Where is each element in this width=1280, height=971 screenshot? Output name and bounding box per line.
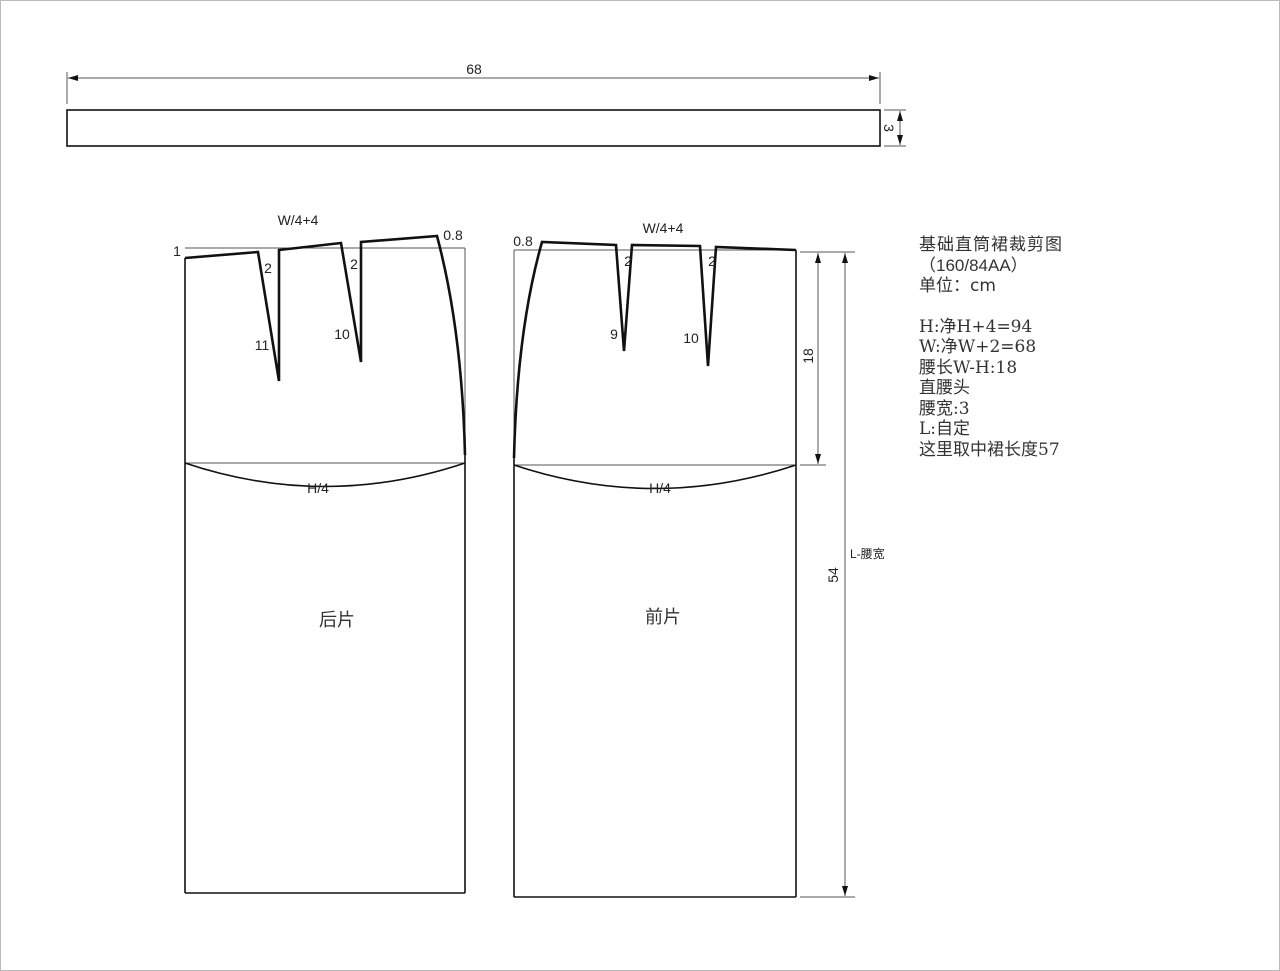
hip-curve xyxy=(184,462,466,488)
back-dart1-width: 2 xyxy=(264,260,272,276)
front-dart2-length: 10 xyxy=(683,330,699,346)
waistband-width-label: 3 xyxy=(881,124,897,132)
vertical-dimensions: 18 54 L-腰宽 xyxy=(800,251,885,898)
back-dart2-width: 2 xyxy=(350,256,358,272)
back-side-raise-label: 0.8 xyxy=(443,227,463,243)
pattern-notes: 基础直筒裙裁剪图 （160/84AA） 单位：cm H:净H+4=94 W:净W… xyxy=(919,235,1063,460)
waistband: 68 3 xyxy=(66,61,906,147)
front-side-raise-label: 0.8 xyxy=(513,233,533,249)
notes-line: L:自定 xyxy=(919,419,971,439)
back-dart1-length: 11 xyxy=(255,337,270,353)
front-dart1-length: 9 xyxy=(610,326,618,342)
notes-unit: 单位：cm xyxy=(919,276,996,296)
notes-size: （160/84AA） xyxy=(919,255,1028,275)
notes-line: 腰宽:3 xyxy=(919,398,970,419)
front-waist-and-darts xyxy=(512,240,797,459)
notes-line: W:净W+2=68 xyxy=(919,337,1037,357)
back-piece: W/4+4 1 0.8 2 11 2 10 H/4 后片 xyxy=(173,212,467,894)
front-dart2-width: 2 xyxy=(708,253,716,269)
notes-line: 直腰头 xyxy=(919,378,970,398)
back-piece-name: 后片 xyxy=(319,610,355,631)
back-dart2-length: 10 xyxy=(334,326,350,342)
front-piece-name: 前片 xyxy=(645,607,681,628)
waistband-rect xyxy=(66,109,881,147)
spacer xyxy=(919,297,1063,317)
back-waist-and-darts xyxy=(184,234,467,456)
hip-depth-label: 18 xyxy=(800,348,816,364)
notes-line: 腰长W-H:18 xyxy=(919,357,1018,378)
notes-title: 基础直筒裙裁剪图 xyxy=(919,235,1063,255)
notes-line: H:净H+4=94 xyxy=(919,316,1033,337)
back-center-drop-label: 1 xyxy=(173,243,181,259)
waistband-length-label: 68 xyxy=(466,61,482,77)
skirt-length-label: 54 xyxy=(825,567,841,583)
front-dart1-width: 2 xyxy=(624,253,632,269)
front-piece: W/4+4 0.8 2 9 2 10 H/4 前片 xyxy=(512,220,797,898)
back-hip-label: H/4 xyxy=(307,480,329,496)
hip-curve xyxy=(513,464,797,490)
notes-line: 这里取中裙长度57 xyxy=(919,439,1060,460)
skirt-length-formula: L-腰宽 xyxy=(850,546,885,561)
front-hip-label: H/4 xyxy=(649,480,671,496)
front-waist-label: W/4+4 xyxy=(643,220,684,236)
back-waist-label: W/4+4 xyxy=(278,212,319,228)
